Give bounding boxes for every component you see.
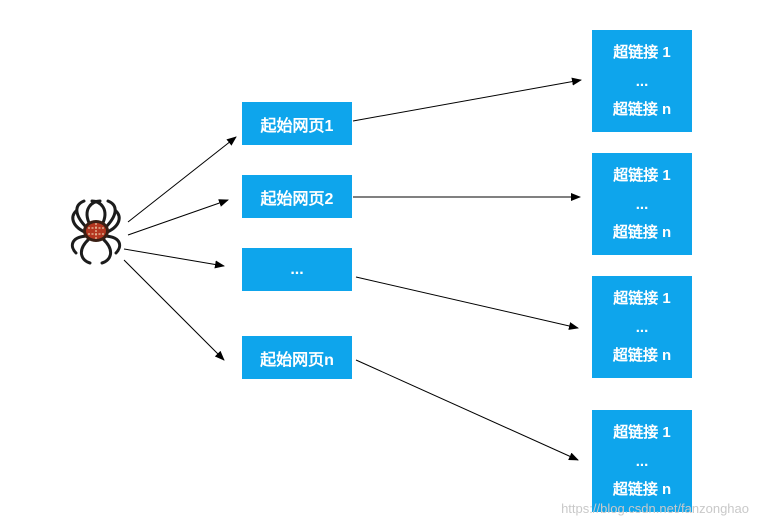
link-group-2: 超链接 1 ... 超链接 n	[592, 153, 692, 255]
link-group-4-first: 超链接 1	[613, 424, 671, 441]
start-page-ellipsis-label: ...	[290, 260, 304, 278]
link-group-4: 超链接 1 ... 超链接 n	[592, 410, 692, 512]
start-page-1: 起始网页1	[242, 102, 352, 145]
link-group-2-first: 超链接 1	[613, 167, 671, 184]
link-group-3-ellipsis: ...	[635, 318, 649, 336]
link-group-2-last: 超链接 n	[612, 224, 672, 241]
start-page-2: 起始网页2	[242, 175, 352, 218]
link-group-3-last: 超链接 n	[612, 347, 672, 364]
arrow-page-1-to-links-1	[352, 77, 582, 122]
link-group-2-ellipsis: ...	[635, 195, 649, 213]
start-page-n-label: 起始网页n	[260, 351, 334, 369]
start-page-n: 起始网页n	[242, 336, 352, 379]
arrow-page-n-to-links-4	[355, 359, 579, 461]
link-group-1-first: 超链接 1	[613, 44, 671, 61]
link-group-1: 超链接 1 ... 超链接 n	[592, 30, 692, 132]
arrow-spider-to-page-n	[123, 259, 225, 361]
spider-icon	[70, 199, 122, 265]
start-page-1-label: 起始网页1	[260, 117, 334, 135]
start-page-ellipsis: ...	[242, 248, 352, 291]
link-group-4-last: 超链接 n	[612, 481, 672, 498]
link-group-4-ellipsis: ...	[635, 452, 649, 470]
arrow-spider-to-page-1	[127, 136, 237, 223]
link-group-3: 超链接 1 ... 超链接 n	[592, 276, 692, 378]
link-group-3-first: 超链接 1	[613, 290, 671, 307]
arrow-spider-to-page-ellipsis	[123, 248, 225, 269]
link-group-1-last: 超链接 n	[612, 101, 672, 118]
start-page-2-label: 起始网页2	[260, 190, 334, 208]
arrow-spider-to-page-2	[127, 199, 229, 236]
arrow-page-ellipsis-to-links-3	[355, 276, 579, 330]
watermark: https://blog.csdn.net/fanzonghao	[561, 501, 749, 516]
link-group-1-ellipsis: ...	[635, 72, 649, 90]
